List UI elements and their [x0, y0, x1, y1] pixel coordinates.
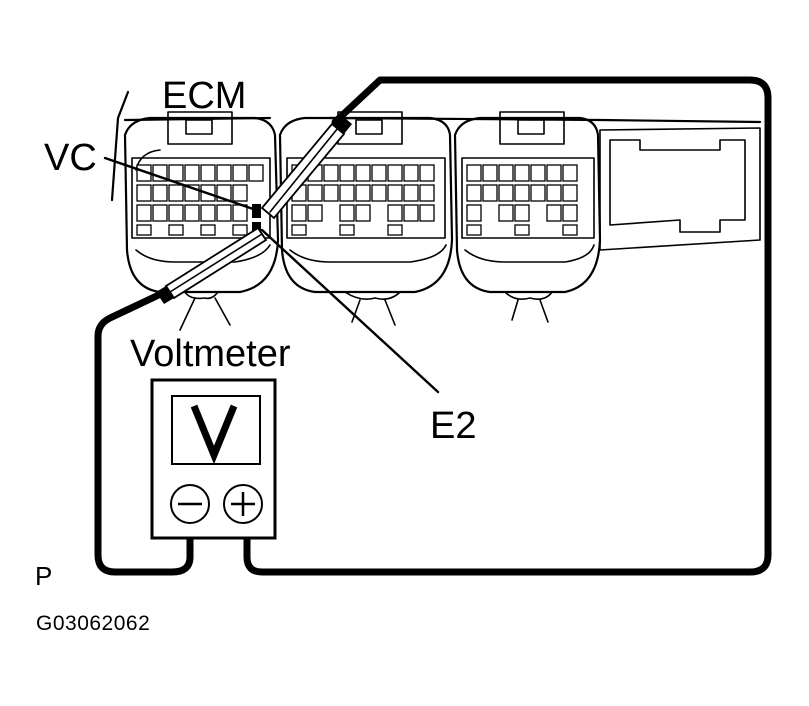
negative-wire [94, 288, 194, 576]
positive-wire [243, 76, 772, 576]
negative-probe [156, 226, 268, 304]
positive-terminal [223, 484, 263, 524]
positive-probe [260, 114, 352, 220]
figure-code: G03062062 [36, 612, 150, 635]
vc-leader-line [103, 156, 258, 212]
ecm-connector-3 [453, 111, 602, 323]
voltmeter-v-symbol [190, 404, 238, 465]
pin-grid-2 [291, 164, 435, 236]
pin-grid-3 [466, 164, 578, 236]
e2-label: E2 [430, 405, 476, 447]
voltmeter-label: Voltmeter [130, 333, 291, 375]
vc-label: VC [44, 137, 97, 179]
corner-label: P [35, 561, 53, 591]
ecm-label: ECM [162, 75, 246, 117]
e2-leader-line [260, 228, 440, 394]
ecm-connector-2 [278, 111, 454, 326]
negative-terminal [170, 484, 210, 524]
voltmeter [150, 378, 277, 540]
